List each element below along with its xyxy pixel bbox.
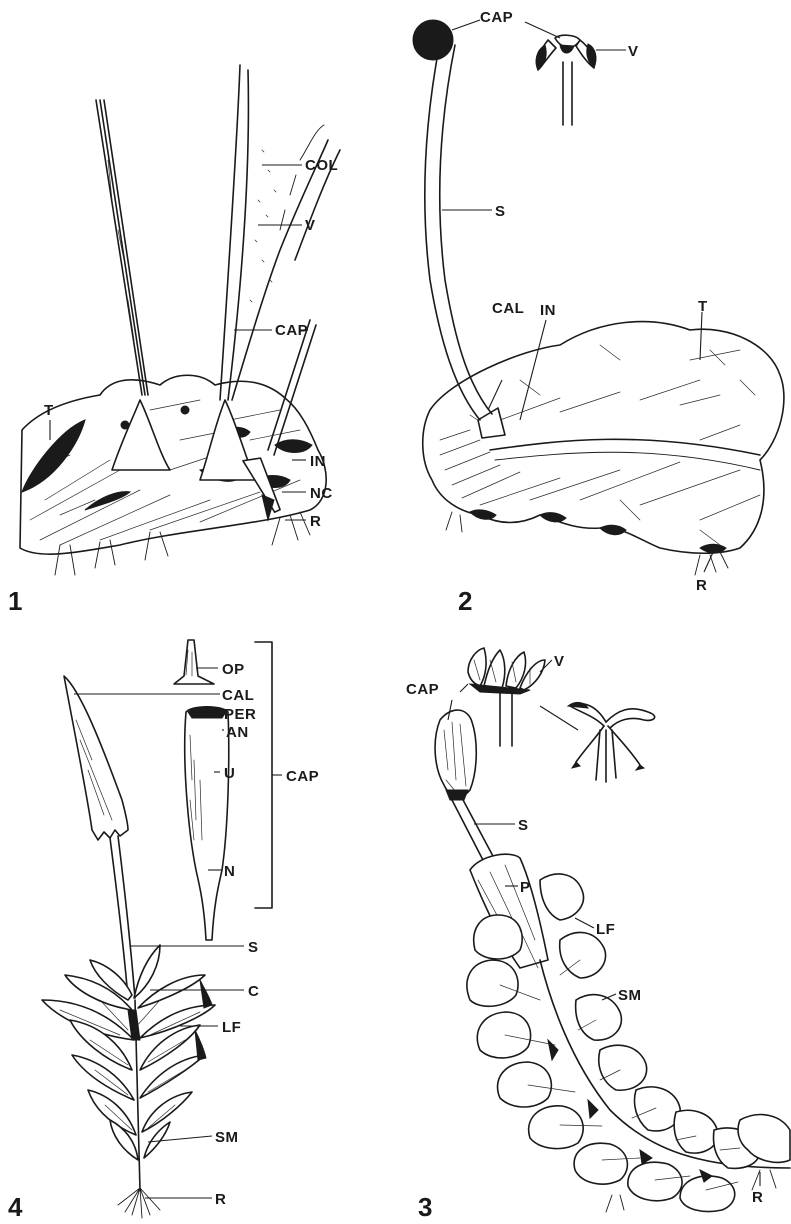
figure-3-label-s: S bbox=[518, 817, 529, 834]
figure-2-label-v: V bbox=[628, 43, 639, 60]
figure-1-label-in: IN bbox=[310, 453, 326, 470]
figure-2: CAP V S CAL IN T R 2 bbox=[413, 9, 784, 616]
figure-4-label-per: PER bbox=[224, 706, 256, 723]
figure-2-label-cap: CAP bbox=[480, 9, 513, 26]
figure-4-label-s: S bbox=[248, 939, 259, 956]
figure-2-open-capsule bbox=[536, 35, 596, 125]
figure-4-label-r: R bbox=[215, 1191, 226, 1208]
figure-3-number: 3 bbox=[418, 1192, 432, 1222]
figure-1-label-nc: NC bbox=[310, 485, 333, 502]
figure-3-label-r: R bbox=[752, 1189, 763, 1206]
figure-1-label-t: T bbox=[44, 402, 54, 419]
figure-4-calyptra bbox=[64, 676, 128, 840]
figure-1-label-cap: CAP bbox=[275, 322, 308, 339]
figure-3-label-sm: SM bbox=[618, 987, 642, 1004]
figure-3-capsule bbox=[435, 710, 476, 796]
figure-3-label-lf: LF bbox=[596, 921, 615, 938]
figure-4-label-cal: CAL bbox=[222, 687, 254, 704]
figure-2-label-t: T bbox=[698, 298, 708, 315]
figure-3-leafy-shoot bbox=[467, 874, 790, 1212]
figure-3-open-capsule bbox=[468, 648, 545, 746]
figure-2-label-in: IN bbox=[540, 302, 556, 319]
figure-3-label-p: P bbox=[520, 879, 531, 896]
figure-3-label-cap: CAP bbox=[406, 681, 439, 698]
figure-3: V CAP S P LF SM R 3 bbox=[406, 648, 790, 1222]
figure-1-number: 1 bbox=[8, 586, 22, 616]
figure-4-label-n: N bbox=[224, 863, 235, 880]
figure-2-label-s: S bbox=[495, 203, 506, 220]
figure-4: OP CAL PER AN CAP U N S C LF SM R 4 bbox=[8, 640, 319, 1222]
figure-2-capsule bbox=[413, 20, 453, 60]
figure-1-label-col: COL bbox=[305, 157, 338, 174]
figure-4-leafy-shoot bbox=[42, 945, 215, 1218]
figure-3-twisted-valves bbox=[568, 702, 655, 782]
figure-4-label-u: U bbox=[224, 765, 235, 782]
figure-4-label-op: OP bbox=[222, 661, 245, 678]
figure-4-label-an: AN bbox=[226, 724, 249, 741]
figure-4-urn bbox=[185, 707, 229, 940]
figure-2-thallus bbox=[423, 322, 784, 554]
figure-2-label-cal: CAL bbox=[492, 300, 524, 317]
figure-1-label-v: V bbox=[305, 217, 316, 234]
figure-1: COL V CAP T IN NC R 1 bbox=[8, 65, 340, 616]
figure-4-label-lf: LF bbox=[222, 1019, 241, 1036]
figure-2-number: 2 bbox=[458, 586, 472, 616]
figure-4-label-c: C bbox=[248, 983, 259, 1000]
figure-4-number: 4 bbox=[8, 1192, 23, 1222]
figure-1-label-r: R bbox=[310, 513, 321, 530]
figure-2-label-r: R bbox=[696, 577, 707, 594]
figure-4-label-sm: SM bbox=[215, 1129, 239, 1146]
figure-4-label-cap: CAP bbox=[286, 768, 319, 785]
figure-3-label-v: V bbox=[554, 653, 565, 670]
figure-4-operculum bbox=[174, 640, 214, 684]
